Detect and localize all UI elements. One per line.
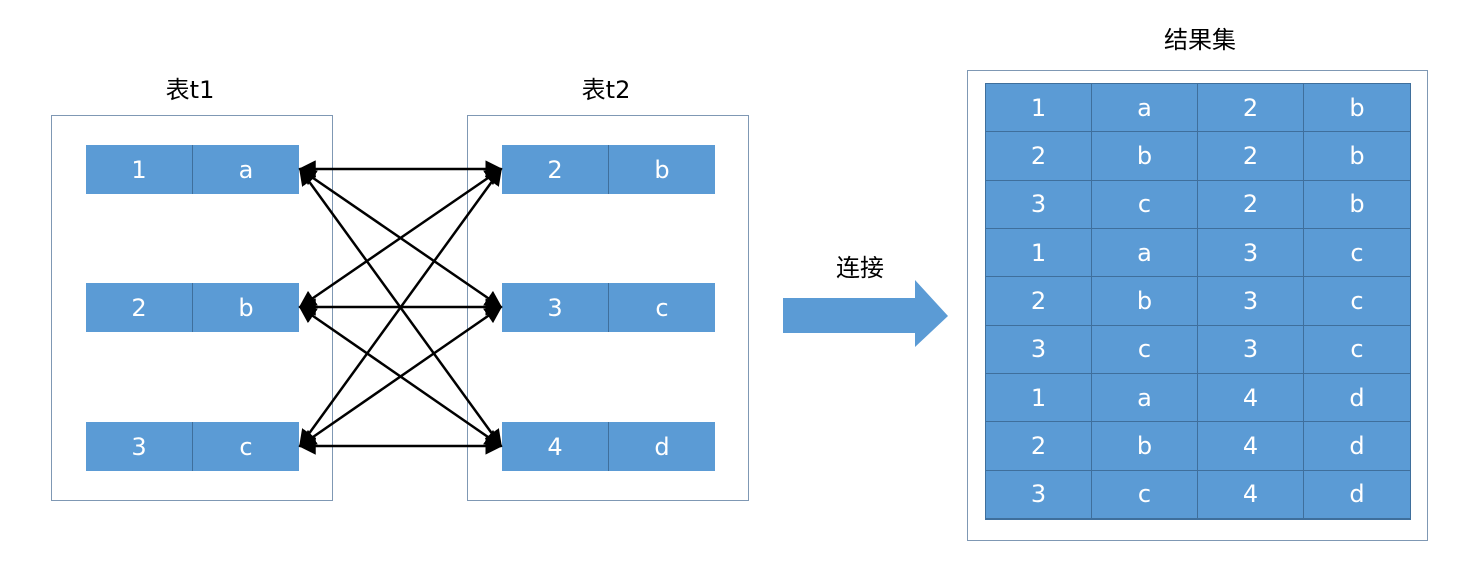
table-t1-cell: 3 bbox=[131, 432, 147, 461]
result-cell: b bbox=[1092, 277, 1198, 326]
result-cell: 3 bbox=[986, 325, 1092, 374]
join-arrow-icon bbox=[783, 280, 948, 347]
result-cell: 4 bbox=[1198, 422, 1304, 471]
result-cell: c bbox=[1304, 229, 1410, 278]
result-cell: b bbox=[1304, 181, 1410, 229]
result-cell: 1 bbox=[986, 373, 1092, 423]
result-cell: 1 bbox=[986, 228, 1092, 278]
result-cell: b bbox=[1092, 422, 1198, 471]
result-cell: 4 bbox=[1198, 373, 1304, 423]
table-t2-title: 表t2 bbox=[581, 76, 631, 104]
table-t1-row: 2 b bbox=[86, 283, 299, 332]
result-cell: 2 bbox=[986, 277, 1092, 326]
table-t1-row: 1 a bbox=[86, 145, 299, 194]
result-cell: 3 bbox=[1198, 325, 1304, 374]
table-t2-cell: 2 bbox=[547, 155, 563, 184]
result-cell: 1 bbox=[986, 84, 1092, 133]
result-cell: 3 bbox=[986, 470, 1092, 519]
result-cell: 2 bbox=[1198, 132, 1304, 181]
result-cell: c bbox=[1304, 277, 1410, 326]
result-cell: 2 bbox=[986, 132, 1092, 181]
result-set-title: 结果集 bbox=[1164, 26, 1236, 54]
join-line bbox=[298, 305, 503, 448]
result-cell: 2 bbox=[1198, 84, 1304, 133]
result-cell: c bbox=[1092, 470, 1198, 519]
table-t2-row: 3 c bbox=[502, 283, 715, 332]
table-t1-cell: c bbox=[192, 422, 299, 471]
table-t1-title: 表t1 bbox=[165, 76, 215, 104]
result-cell: 2 bbox=[1198, 180, 1304, 229]
result-cell: c bbox=[1092, 180, 1198, 229]
join-label: 连接 bbox=[836, 254, 884, 282]
table-t1-cell: a bbox=[192, 145, 299, 194]
result-cell: c bbox=[1092, 325, 1198, 374]
table-t2-cell: 3 bbox=[547, 293, 563, 322]
table-t1-row: 3 c bbox=[86, 422, 299, 471]
result-cell: 4 bbox=[1198, 470, 1304, 519]
table-t2-cell: c bbox=[608, 283, 715, 332]
result-cell: d bbox=[1304, 422, 1410, 471]
table-t1-cell: 1 bbox=[131, 155, 147, 184]
result-cell: c bbox=[1304, 326, 1410, 374]
result-cell: d bbox=[1304, 374, 1410, 423]
table-t2-cell: b bbox=[608, 145, 715, 194]
result-cell: a bbox=[1092, 228, 1198, 278]
table-t1-cell: 2 bbox=[131, 293, 147, 322]
table-t2-cell: d bbox=[608, 422, 715, 471]
result-cell: b bbox=[1304, 84, 1410, 133]
result-cell: a bbox=[1092, 84, 1198, 133]
table-t2-row: 2 b bbox=[502, 145, 715, 194]
result-cell: b bbox=[1304, 132, 1410, 181]
table-t1-cell: b bbox=[192, 283, 299, 332]
result-cell: 3 bbox=[986, 180, 1092, 229]
result-cell: 2 bbox=[986, 422, 1092, 471]
result-cell: d bbox=[1304, 471, 1410, 519]
table-t2-cell: 4 bbox=[547, 432, 563, 461]
result-cell: 3 bbox=[1198, 277, 1304, 326]
result-cell: a bbox=[1092, 373, 1198, 423]
result-cell: 3 bbox=[1198, 228, 1304, 278]
result-cell: b bbox=[1092, 132, 1198, 181]
table-t2-row: 4 d bbox=[502, 422, 715, 471]
